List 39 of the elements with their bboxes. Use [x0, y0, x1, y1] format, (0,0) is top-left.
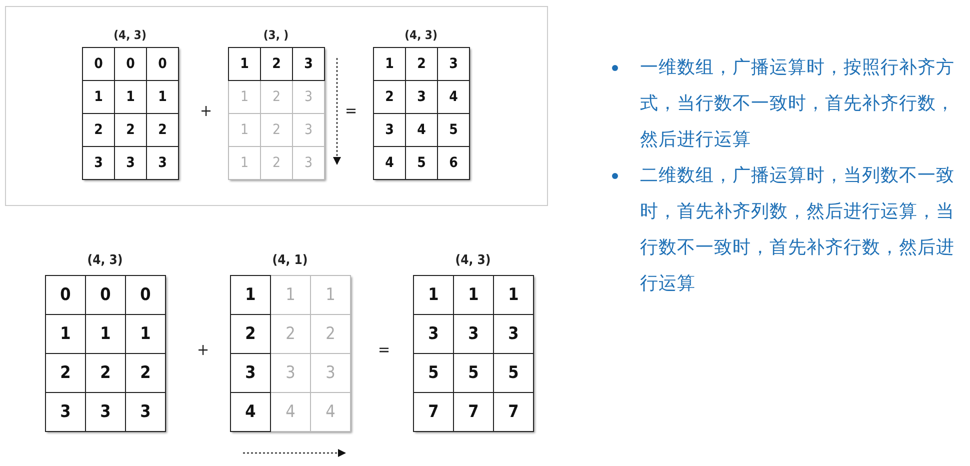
grid-cell: 1 — [228, 47, 261, 81]
shape-label: (4, 1) — [271, 253, 309, 268]
grid-cell: 0 — [82, 47, 115, 81]
grid-cell: 4 — [310, 392, 351, 432]
shape-label: (4, 3) — [454, 253, 492, 268]
grid-cell: 3 — [230, 353, 271, 393]
grid-cell: 3 — [82, 146, 115, 180]
bullet-text: 一维数组，广播运算时，按照行补齐方式，当行数不一致时，首先补齐行数，然后进行运算 — [640, 56, 956, 152]
grid-cell: 3 — [45, 392, 86, 432]
grid-cell: 7 — [413, 392, 454, 432]
operator-sign: + — [197, 340, 210, 359]
grid-cell: 0 — [45, 275, 86, 315]
grid-cell: 4 — [373, 146, 406, 180]
bullet-text: 二维数组，广播运算时，当列数不一致时，首先补齐列数，然后进行运算，当行数不一致时，首先补齐行数，然后进行运算 — [640, 164, 956, 296]
grid-cell: 2 — [260, 47, 293, 81]
grid-cell: 1 — [310, 275, 351, 315]
grid-cell: 3 — [125, 392, 166, 432]
grid-cell: 3 — [292, 47, 325, 81]
grid-cell: 1 — [228, 146, 261, 180]
grid-cell: 1 — [413, 275, 454, 315]
operator-sign: + — [200, 101, 212, 120]
grid-cell: 7 — [493, 392, 534, 432]
shape-label: (4, 3) — [86, 253, 124, 268]
grid-cell: 6 — [437, 146, 470, 180]
shape-label: (4, 3) — [112, 28, 148, 42]
grid-cell: 1 — [230, 275, 271, 315]
grid-cell: 3 — [292, 146, 325, 180]
operator-sign: = — [378, 340, 390, 359]
shape-label: (4, 3) — [404, 28, 438, 42]
grid-cell: 1 — [493, 275, 534, 315]
grid-cell: 2 — [230, 314, 271, 354]
grid-cell: 4 — [230, 392, 271, 432]
grid-cell: 0 — [146, 47, 179, 81]
grid-cell: 3 — [437, 47, 470, 81]
operator-sign: = — [345, 101, 358, 120]
grid-cell: 3 — [146, 146, 179, 180]
grid-cell: 1 — [373, 47, 406, 81]
grid-cell: 0 — [125, 275, 166, 315]
shape-label: (3, ) — [262, 28, 290, 42]
